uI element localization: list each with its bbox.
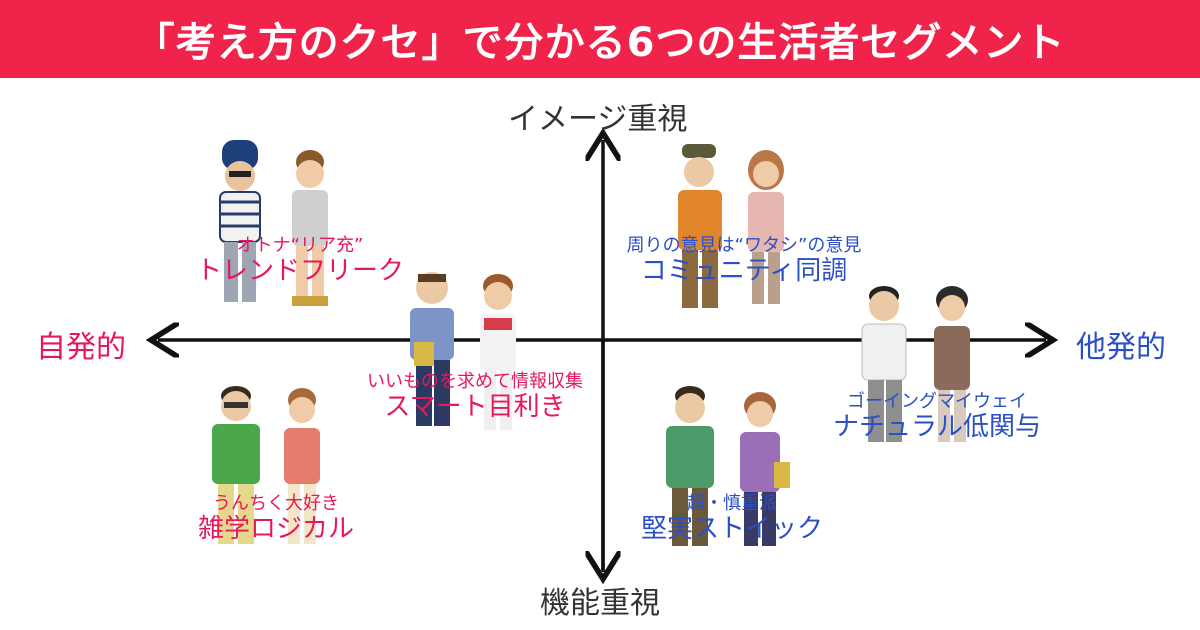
figure-logical (212, 386, 320, 544)
header-banner: 「考え方のクセ」で分かる6つの生活者セグメント (0, 0, 1200, 78)
segment-smart: いいものを求めて情報収集 スマート目利き (350, 371, 600, 423)
segment-natural: ゴーイングマイウェイ ナチュラル低関与 (822, 391, 1052, 443)
figure-community (678, 144, 784, 308)
figure-natural (861, 286, 970, 442)
segment-name: 雑学ロジカル (197, 513, 354, 544)
segment-subtitle: ゴーイングマイウェイ (847, 391, 1027, 412)
segment-subtitle: 超・慎重派 (687, 493, 777, 514)
segment-subtitle: 周りの意見は“ワタシ”の意見 (626, 235, 862, 256)
segment-logical: うんちく大好き 雑学ロジカル (176, 493, 376, 545)
page-title: 「考え方のクセ」で分かる6つの生活者セグメント (134, 20, 1066, 66)
axis-label-top: イメージ重視 (508, 102, 688, 137)
segment-trend-freak: オトナ“リア充” トレンドフリーク (190, 235, 410, 287)
figure-smart (410, 272, 516, 430)
axis-label-right: 他発的 (1076, 330, 1166, 365)
figure-trend-freak (219, 140, 328, 306)
segment-name: 堅実ストイック (640, 513, 823, 544)
axis-label-left: 自発的 (36, 330, 126, 365)
segment-name: スマート目利き (384, 391, 566, 422)
segment-name: コミュニティ同調 (640, 255, 848, 286)
segment-community: 周りの意見は“ワタシ”の意見 コミュニティ同調 (604, 235, 884, 287)
segment-name: ナチュラル低関与 (832, 411, 1041, 442)
segment-subtitle: オトナ“リア充” (236, 235, 364, 256)
segment-name: トレンドフリーク (195, 255, 404, 286)
axis-label-bottom: 機能重視 (540, 586, 660, 621)
segment-subtitle: うんちく大好き (213, 493, 339, 514)
segment-subtitle: いいものを求めて情報収集 (367, 371, 583, 392)
figure-stoic (666, 386, 790, 546)
segment-stoic: 超・慎重派 堅実ストイック (632, 493, 832, 545)
